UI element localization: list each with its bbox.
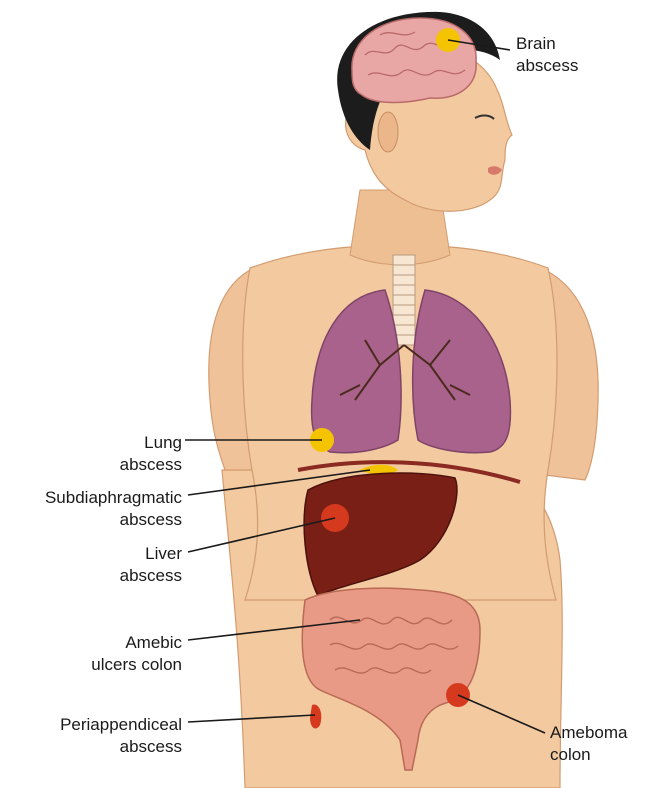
label-lung-abscess: Lung abscess (120, 432, 182, 476)
label-subdiaphragmatic-line2: abscess (45, 509, 182, 531)
label-periappendiceal-abscess: Periappendiceal abscess (60, 714, 182, 758)
label-ameboma-line1: Ameboma (550, 722, 627, 744)
label-ameboma-line2: colon (550, 744, 627, 766)
label-liver-line2: abscess (120, 565, 182, 587)
label-brain-line2: abscess (516, 55, 578, 77)
label-periappendiceal-line2: abscess (60, 736, 182, 758)
label-amebic-ulcers-colon: Amebic ulcers colon (91, 632, 182, 676)
label-amebic-line1: Amebic (91, 632, 182, 654)
label-liver-abscess: Liver abscess (120, 543, 182, 587)
label-ameboma-colon: Ameboma colon (550, 722, 627, 766)
label-brain-abscess: Brain abscess (516, 33, 578, 77)
label-subdiaphragmatic-abscess: Subdiaphragmatic abscess (45, 487, 182, 531)
label-periappendiceal-line1: Periappendiceal (60, 714, 182, 736)
label-lung-line1: Lung (120, 432, 182, 454)
label-subdiaphragmatic-line1: Subdiaphragmatic (45, 487, 182, 509)
label-liver-line1: Liver (120, 543, 182, 565)
label-amebic-line2: ulcers colon (91, 654, 182, 676)
label-brain-line1: Brain (516, 33, 578, 55)
label-lung-line2: abscess (120, 454, 182, 476)
ear (378, 112, 398, 152)
